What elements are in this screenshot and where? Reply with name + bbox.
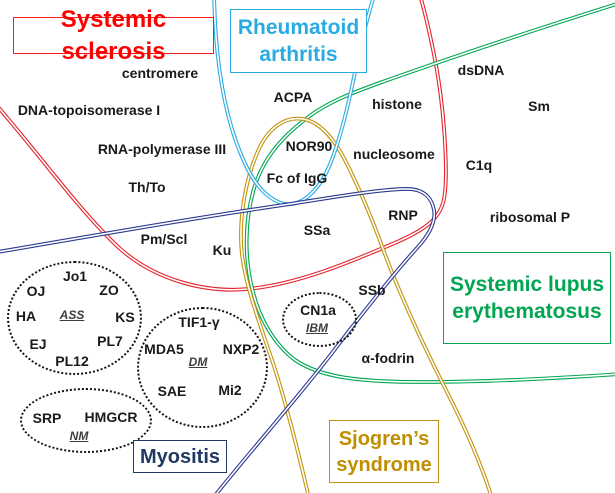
antigen-label-tif1-gamma: TIF1-γ bbox=[178, 314, 220, 330]
antigen-label-centromere: centromere bbox=[121, 65, 199, 81]
antigen-label-ssb: SSb bbox=[358, 282, 386, 298]
systemic-sclerosis-title: Systemic sclerosis bbox=[13, 6, 214, 65]
antigen-label-sae: SAE bbox=[157, 383, 187, 399]
ibm-subset-ellipse bbox=[282, 292, 357, 347]
ass-subset-ellipse bbox=[7, 261, 142, 375]
dm-subset-ellipse bbox=[137, 307, 268, 428]
antigen-label-zo: ZO bbox=[99, 282, 119, 298]
antigen-label-alpha-fodrin: α-fodrin bbox=[361, 350, 415, 366]
antigen-label-pm-scl: Pm/Scl bbox=[140, 231, 188, 247]
antigen-label-ku: Ku bbox=[212, 242, 232, 258]
rheumatoid-arthritis-title: Rheumatoid arthritis bbox=[230, 9, 367, 73]
myositis-contour-navy bbox=[0, 187, 437, 493]
antigen-label-nxp2: NXP2 bbox=[222, 341, 260, 357]
myositis-title: Myositis bbox=[133, 440, 227, 473]
antigen-label-histone: histone bbox=[372, 96, 422, 112]
sle-contour-green bbox=[244, 2, 615, 384]
systemic-lupus-erythematosus-title: Systemic lupus erythematosus bbox=[443, 252, 611, 344]
antigen-label-c1q: C1q bbox=[465, 157, 493, 173]
antigen-label-oj: OJ bbox=[26, 283, 46, 299]
antigen-label-rna-polymerase: RNA-polymerase III bbox=[97, 141, 227, 157]
antigen-label-srp: SRP bbox=[32, 410, 62, 426]
antigen-label-ribosomal-p: ribosomal P bbox=[489, 209, 571, 225]
subset-label-nm: NM bbox=[69, 429, 89, 443]
antigen-label-nucleosome: nucleosome bbox=[353, 146, 435, 162]
antigen-label-dsdna: dsDNA bbox=[457, 62, 505, 78]
antigen-label-th-to: Th/To bbox=[128, 179, 166, 195]
subset-label-ibm: IBM bbox=[306, 321, 328, 335]
antigen-label-ks: KS bbox=[115, 309, 135, 325]
antigen-label-fc-of-igg: Fc of IgG bbox=[266, 170, 328, 186]
antigen-label-sm: Sm bbox=[528, 98, 550, 114]
subset-label-dm: DM bbox=[188, 355, 208, 369]
antigen-label-mi2: Mi2 bbox=[218, 382, 242, 398]
antigen-label-dna-topoisomerase: DNA-topoisomerase I bbox=[17, 102, 161, 118]
antigen-label-nor90: NOR90 bbox=[285, 138, 333, 154]
antigen-label-ej: EJ bbox=[29, 336, 47, 352]
antigen-label-jo1: Jo1 bbox=[62, 268, 88, 284]
antigen-label-pl12: PL12 bbox=[55, 353, 89, 369]
antigen-label-ha: HA bbox=[15, 308, 37, 324]
antigen-label-cn1a: CN1a bbox=[300, 302, 336, 318]
antigen-label-pl7: PL7 bbox=[97, 333, 123, 349]
antigen-label-acpa: ACPA bbox=[273, 89, 313, 105]
antigen-label-rnp: RNP bbox=[388, 207, 418, 223]
sjogren-contour-gold bbox=[239, 116, 493, 493]
antigen-label-mda5: MDA5 bbox=[144, 341, 184, 357]
antigen-label-ssa: SSa bbox=[303, 222, 331, 238]
subset-label-ass: ASS bbox=[59, 308, 85, 322]
antigen-label-hmgcr: HMGCR bbox=[84, 409, 138, 425]
sjogrens-syndrome-title: Sjogren’s syndrome bbox=[329, 420, 439, 483]
nm-subset-ellipse bbox=[20, 388, 152, 453]
